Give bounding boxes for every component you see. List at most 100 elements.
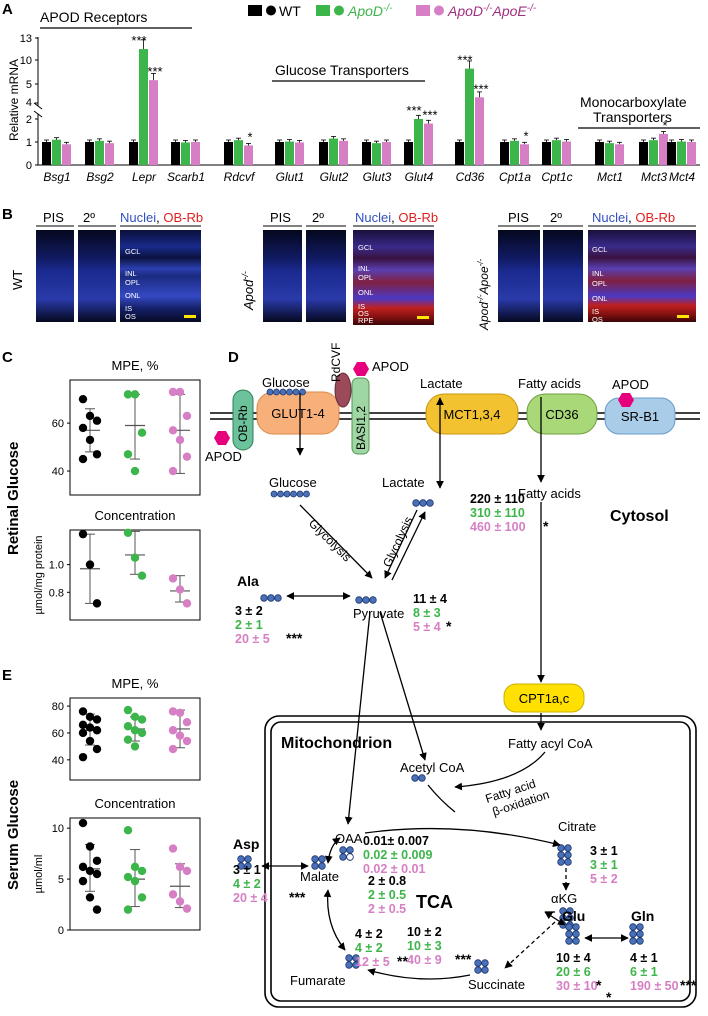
gln-label: Gln: [631, 908, 654, 924]
header-pis: PIS: [43, 210, 64, 225]
value-ala-apodapoe: 20 ± 5: [235, 632, 270, 646]
akg-carbon: [566, 914, 574, 922]
lactate-out-label: Lactate: [420, 376, 463, 391]
svg-text:OS: OS: [125, 312, 136, 321]
lactate-carbon: [412, 499, 420, 507]
bar-glut4-wt: [404, 142, 413, 165]
data-point: [130, 712, 140, 722]
bar-mct4-wt: [667, 142, 676, 165]
fumarate-label: Fumarate: [290, 973, 346, 988]
svg-text:ONL: ONL: [592, 294, 607, 303]
data-point: [123, 450, 133, 459]
scale-bar: [677, 315, 689, 318]
arrow-glycolysis-lactate: [384, 509, 418, 579]
y-tick-label: 5: [58, 874, 64, 886]
arrow-akg-glu: [544, 911, 566, 926]
bar-cpt1c-apodapoe: [562, 141, 571, 165]
legend-apodapoe-swatch: [416, 5, 430, 16]
svg-text:OS: OS: [592, 315, 603, 324]
basigin-protein: [351, 377, 370, 455]
fumarate-carbon: [345, 961, 353, 969]
data-point: [130, 862, 140, 872]
value-succinate-wt: 10 ± 2: [407, 925, 442, 939]
akg-label: αKG: [551, 891, 577, 906]
arrow-pyruvate-oaa: [344, 611, 371, 825]
apod-label-3: APOD: [612, 377, 649, 392]
glucose-carbon: [270, 490, 278, 498]
data-point: [182, 452, 192, 461]
svg-text:INL: INL: [125, 269, 137, 278]
oaa-carbon: [339, 853, 347, 861]
data-point: [168, 744, 178, 754]
glucose-carbon: [299, 388, 306, 396]
bar-glut4-apod: [414, 119, 423, 165]
glucose-carbon: [277, 490, 284, 498]
value-fumarate-wt: 4 ± 2: [355, 927, 383, 941]
data-point: [92, 450, 102, 459]
data-point: [78, 423, 88, 433]
y-tick-label: 5: [26, 79, 32, 91]
gln-carbon: [636, 937, 644, 945]
bar-glut3-apodapoe: [382, 142, 391, 165]
data-point: [175, 435, 185, 445]
value-lactate-apodapoe: 460 ± 100: [470, 520, 526, 534]
svg-text:ONL: ONL: [358, 288, 373, 297]
value-asp-wt: 3 ± 1: [233, 863, 261, 877]
x-tick-label: Cpt1c: [541, 170, 572, 184]
data-point: [92, 416, 102, 425]
significance-marker: ***: [422, 108, 437, 123]
bar-lepr-apod: [139, 49, 148, 165]
svg-text:INL: INL: [358, 264, 370, 273]
y-axis-label: µmol/ml: [33, 855, 45, 894]
significance-marker: ***: [147, 64, 162, 79]
data-point: [175, 585, 185, 594]
significance-marker: ***: [289, 889, 306, 905]
asp-carbon: [244, 862, 252, 870]
y-tick-label: 1: [26, 137, 32, 149]
bar-mct3-apodapoe: [659, 133, 668, 165]
data-point: [123, 528, 133, 537]
gln-carbon: [629, 930, 637, 938]
data-point: [123, 722, 133, 731]
y-tick-label: 0.8: [49, 587, 64, 599]
data-point: [85, 736, 95, 746]
legend-apodapoe-label: ApoD-/-ApoE-/-: [447, 3, 537, 19]
bar-bsg1-apod: [52, 139, 61, 165]
data-point: [78, 862, 88, 872]
x-tick-label: Glut1: [276, 170, 305, 184]
glucose-in-label: Glucose: [269, 475, 317, 490]
citrate-carbon: [564, 844, 572, 852]
group-label-monocarboxylate: Monocarboxylate: [580, 94, 687, 110]
arrow-akg-succinate: [504, 921, 556, 969]
scatter-frame: [69, 817, 201, 931]
malate-carbon: [318, 855, 326, 863]
x-tick-label: Glut4: [405, 170, 434, 184]
citrate-carbon: [557, 851, 565, 859]
layer-labels-apod: GCL INL OPL ONL IS OS RPE: [358, 243, 373, 325]
legend-apod-swatch: [316, 5, 330, 16]
malate-carbon: [318, 862, 326, 870]
glut-label: GLUT1-4: [271, 406, 324, 421]
x-tick-label: Bsg2: [86, 170, 114, 184]
bar-cd36-apodapoe: [475, 97, 484, 165]
bar-mct1-wt: [595, 142, 604, 165]
acetyl-carbon: [411, 774, 419, 782]
data-point: [123, 390, 133, 399]
significance-marker: **: [397, 953, 408, 969]
data-point: [78, 728, 88, 738]
value-malate-apodapoe: 2 ± 0.5: [368, 902, 406, 916]
data-point: [130, 466, 140, 476]
data-point: [182, 904, 192, 913]
cd36-transporter: [526, 393, 598, 435]
y-tick-label: 80: [52, 701, 64, 713]
x-tick-label: Glut2: [320, 170, 349, 184]
scatter-title: Concentration: [95, 508, 176, 523]
svg-text:INL: INL: [592, 269, 604, 278]
citrate-carbon: [564, 851, 572, 859]
data-point: [85, 411, 95, 421]
micrograph-pis-apodapoe: [498, 230, 540, 322]
data-point: [130, 742, 140, 751]
lactate-carbon: [419, 499, 427, 507]
svg-text:ONL: ONL: [125, 291, 140, 300]
legend-apodapoe-dot: [434, 5, 444, 16]
